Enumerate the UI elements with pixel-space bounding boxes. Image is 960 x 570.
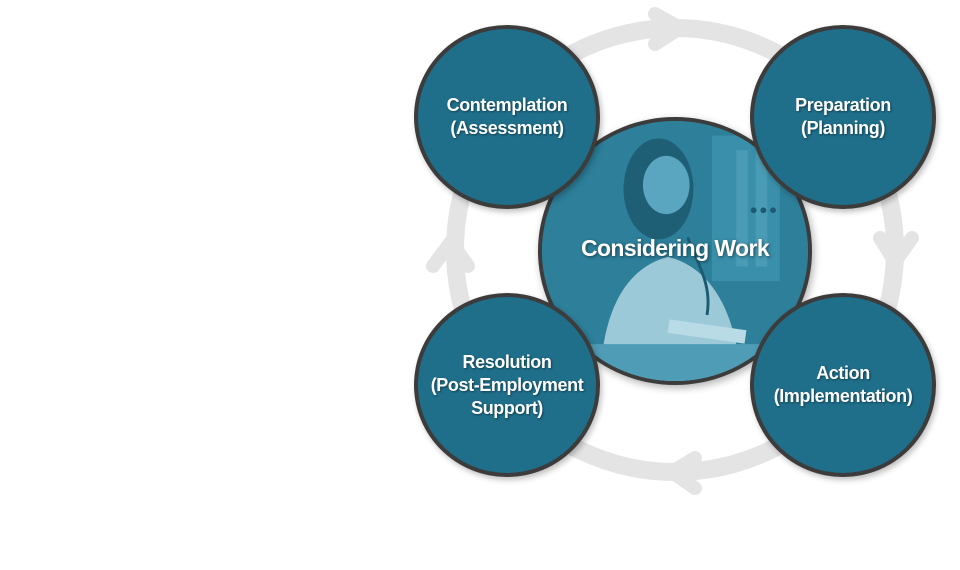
stage-subtitle-continued: Support): [471, 397, 543, 418]
stage-node-resolution: Resolution (Post-Employment Support): [414, 293, 600, 477]
stage-name: Contemplation: [446, 95, 568, 115]
stage-node-preparation: Preparation (Planning): [750, 25, 936, 209]
stage-node-contemplation: Contemplation (Assessment): [414, 25, 600, 209]
stage-label: Preparation (Planning): [795, 94, 891, 140]
stage-label: Action (Implementation): [774, 362, 913, 408]
stage-subtitle: (Post-Employment: [430, 374, 584, 395]
stage-name: Action: [816, 363, 870, 383]
stage-node-action: Action (Implementation): [750, 293, 936, 477]
stage-subtitle: (Planning): [800, 118, 885, 138]
stage-label: Contemplation (Assessment): [447, 94, 568, 140]
cycle-arrow-top-icon: [648, 7, 687, 51]
stage-subtitle: (Assessment): [450, 118, 564, 138]
stage-name: Resolution: [462, 351, 552, 372]
center-title: Considering Work: [580, 235, 770, 261]
cycle-arrow-right-icon: [873, 231, 919, 269]
stage-label: Resolution (Post-Employment Support): [431, 351, 584, 420]
cycle-arrow-left-icon: [426, 235, 475, 273]
stage-name: Preparation: [795, 95, 891, 115]
cycle-arrow-bottom-icon: [665, 451, 702, 495]
stage-subtitle: (Implementation): [773, 386, 913, 406]
